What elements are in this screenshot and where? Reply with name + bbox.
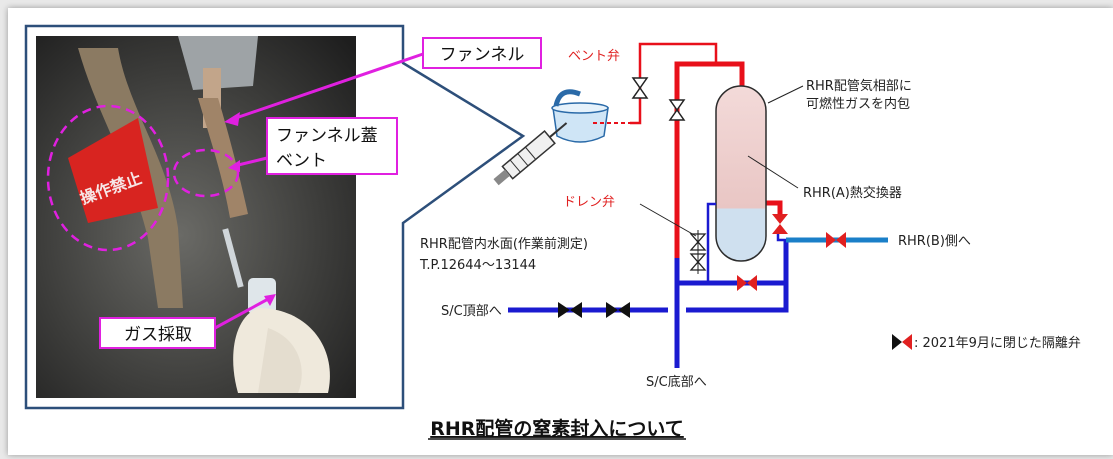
legend-label: : 2021年9月に閉じた隔離弁 <box>914 336 1081 351</box>
gas-note-line1: RHR配管気相部に <box>806 78 912 94</box>
gas-line-valve <box>668 99 686 121</box>
water-level-line1: RHR配管内水面(作業前測定) <box>420 236 588 252</box>
callout-funnel-label: ファンネル <box>440 45 525 65</box>
closed-valve-bypass <box>737 275 757 291</box>
drain-valves <box>689 230 707 274</box>
vent-valve <box>631 77 649 99</box>
funnel-icon <box>551 89 630 143</box>
callout-funnel-arrow <box>229 52 424 122</box>
callout-funnel-lid-line2: ベント <box>276 151 327 171</box>
sc-top-label: S/C頂部へ <box>441 304 502 319</box>
syringe-icon <box>493 122 568 186</box>
legend: : 2021年9月に閉じた隔離弁 <box>892 334 1081 351</box>
pid-diagram: ベント弁 ドレン弁 RHR配管気相部に 可燃性ガスを内包 RHR(A)熱交換器 … <box>419 42 1081 390</box>
closed-valve-hx-outlet <box>772 214 788 234</box>
callout-funnel-lid: ファンネル蓋 ベント <box>266 117 398 175</box>
isolation-valve-sc-top-2 <box>606 302 630 318</box>
closed-valve-b-side <box>826 232 846 248</box>
heat-exchanger-label: RHR(A)熱交換器 <box>803 185 902 201</box>
diagram-canvas: 操作禁止 ファンネル ファンネル蓋 ベント ガス採取 <box>24 24 1081 440</box>
callout-funnel: ファンネル <box>422 37 542 69</box>
callout-gas-sampling: ガス採取 <box>99 317 216 349</box>
heat-exchanger-vessel <box>715 85 767 262</box>
b-side-label: RHR(B)側へ <box>898 234 971 249</box>
sc-bottom-label: S/C底部へ <box>646 374 707 390</box>
content-panel: 操作禁止 ファンネル ファンネル蓋 ベント ガス採取 <box>8 8 1113 455</box>
page-title: RHR配管の窒素封入について <box>430 417 684 440</box>
vent-line <box>630 42 718 125</box>
callout-gas-sampling-label: ガス採取 <box>124 325 192 345</box>
gas-note-line2: 可燃性ガスを内包 <box>806 96 910 112</box>
isolation-valve-sc-top-1 <box>558 302 582 318</box>
gas-pipe <box>674 61 745 258</box>
vent-valve-label: ベント弁 <box>568 49 620 64</box>
drain-valve-label: ドレン弁 <box>563 195 615 210</box>
water-level-line2: T.P.12644～13144 <box>419 258 536 273</box>
water-pipes <box>508 202 888 368</box>
callout-funnel-lid-line1: ファンネル蓋 <box>276 126 378 146</box>
